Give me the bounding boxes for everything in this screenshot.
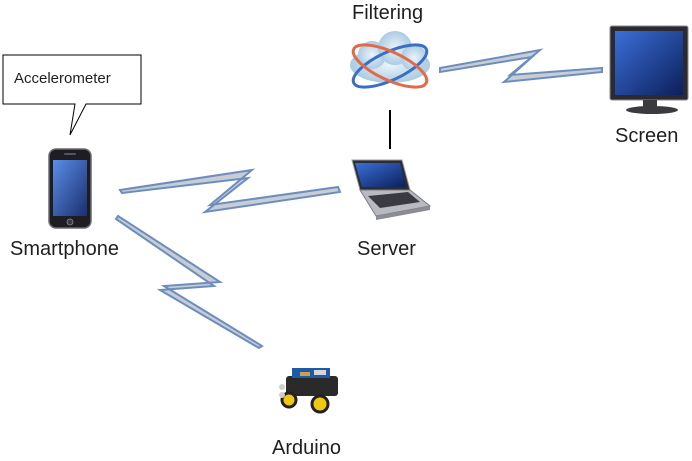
link-filtering-screen <box>439 48 603 84</box>
laptop-icon <box>351 159 432 220</box>
smartphone-icon <box>48 148 92 229</box>
arduino-label: Arduino <box>272 437 341 459</box>
accelerometer-callout <box>2 54 142 136</box>
smartphone-label: Smartphone <box>10 238 119 260</box>
server-label: Server <box>357 238 416 260</box>
filtering-label: Filtering <box>352 2 424 24</box>
cloud-icon <box>350 31 430 89</box>
accelerometer-callout-text: Accelerometer <box>14 70 111 87</box>
robot-car-icon <box>279 368 338 414</box>
monitor-icon <box>609 25 689 114</box>
link-smartphone-server <box>118 168 342 214</box>
link-smartphone-arduino <box>114 214 264 350</box>
screen-label: Screen <box>615 125 679 147</box>
